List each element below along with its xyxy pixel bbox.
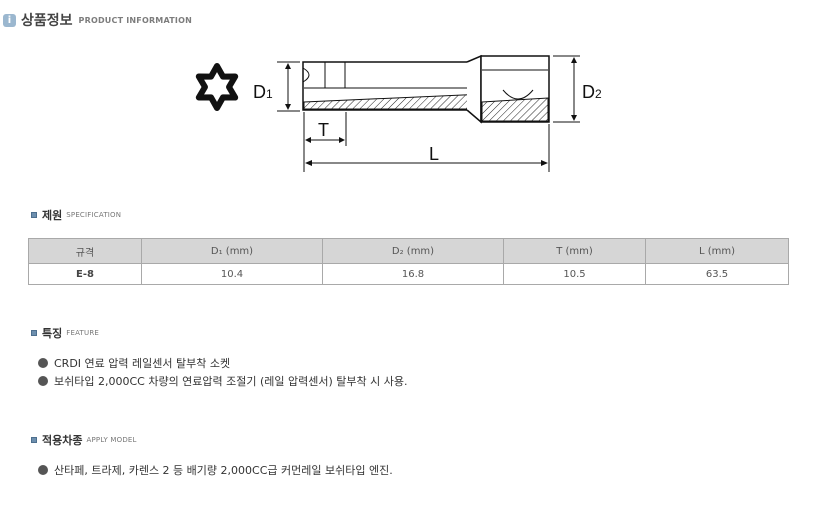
torx-star-icon [195, 63, 239, 111]
l-label: L [429, 144, 439, 164]
square-bullet-icon [31, 330, 37, 336]
l-dimension: L [305, 124, 550, 172]
apply-subtitle: APPLY MODEL [86, 436, 137, 444]
apply-title: 적용차종 [42, 434, 83, 447]
table-header-row: 규격 D₁ (mm) D₂ (mm) T (mm) L (mm) [28, 238, 789, 264]
apply-header: 적용차종 APPLY MODEL [31, 432, 137, 448]
table-cell: E-8 [28, 263, 142, 285]
list-item: CRDI 연료 압력 레일센서 탈부착 소켓 [38, 354, 408, 372]
table-row: E-8 10.4 16.8 10.5 63.5 [28, 263, 789, 285]
square-bullet-icon [31, 212, 37, 218]
table-cell: 10.5 [503, 263, 646, 285]
bullet-icon [38, 358, 48, 368]
d1-label: D [253, 82, 266, 102]
socket-body [302, 54, 550, 124]
column-header: L (mm) [645, 238, 789, 264]
spec-title: 제원 [42, 209, 63, 222]
column-header: D₁ (mm) [141, 238, 323, 264]
spec-subtitle: SPECIFICATION [66, 211, 122, 219]
t-label: T [318, 120, 329, 140]
page-title: 상품정보 [21, 13, 73, 29]
list-item-text: 보쉬타입 2,000CC 차량의 연료압력 조절기 (레일 압력센서) 탈부착 … [54, 375, 408, 388]
list-item: 산타페, 트라제, 카렌스 2 등 배기량 2,000CC급 커먼레일 보쉬타입… [38, 461, 393, 479]
feature-header: 특징 FEATURE [31, 325, 99, 341]
d2-label: D [582, 82, 595, 102]
spec-header: 제원 SPECIFICATION [31, 207, 121, 223]
feature-list: CRDI 연료 압력 레일센서 탈부착 소켓 보쉬타입 2,000CC 차량의 … [38, 354, 408, 390]
d2-dimension: D 2 [553, 55, 602, 123]
table-cell: 10.4 [141, 263, 323, 285]
apply-list: 산타페, 트라제, 카렌스 2 등 배기량 2,000CC급 커먼레일 보쉬타입… [38, 461, 393, 479]
info-icon: i [3, 13, 16, 27]
page-subtitle: PRODUCT INFORMATION [78, 15, 192, 25]
t-dimension: T [303, 112, 347, 172]
feature-subtitle: FEATURE [66, 329, 100, 337]
list-item: 보쉬타입 2,000CC 차량의 연료압력 조절기 (레일 압력센서) 탈부착 … [38, 372, 408, 390]
table-cell: 16.8 [322, 263, 504, 285]
list-item-text: CRDI 연료 압력 레일센서 탈부착 소켓 [54, 357, 231, 370]
spec-table: 규격 D₁ (mm) D₂ (mm) T (mm) L (mm) E-8 10.… [28, 238, 789, 285]
column-header: 규격 [28, 238, 142, 264]
square-bullet-icon [31, 437, 37, 443]
d1-dimension: D 1 [253, 61, 300, 112]
bullet-icon [38, 465, 48, 475]
socket-drawing: D 1 D 2 T [195, 54, 602, 172]
list-item-text: 산타페, 트라제, 카렌스 2 등 배기량 2,000CC급 커먼레일 보쉬타입… [54, 464, 393, 477]
table-cell: 63.5 [645, 263, 789, 285]
feature-title: 특징 [42, 327, 63, 340]
d2-label-sub: 2 [595, 87, 602, 101]
product-info-header: i 상품정보 PRODUCT INFORMATION [3, 10, 192, 30]
bullet-icon [38, 376, 48, 386]
column-header: D₂ (mm) [322, 238, 504, 264]
column-header: T (mm) [503, 238, 646, 264]
d1-label-sub: 1 [266, 87, 273, 101]
